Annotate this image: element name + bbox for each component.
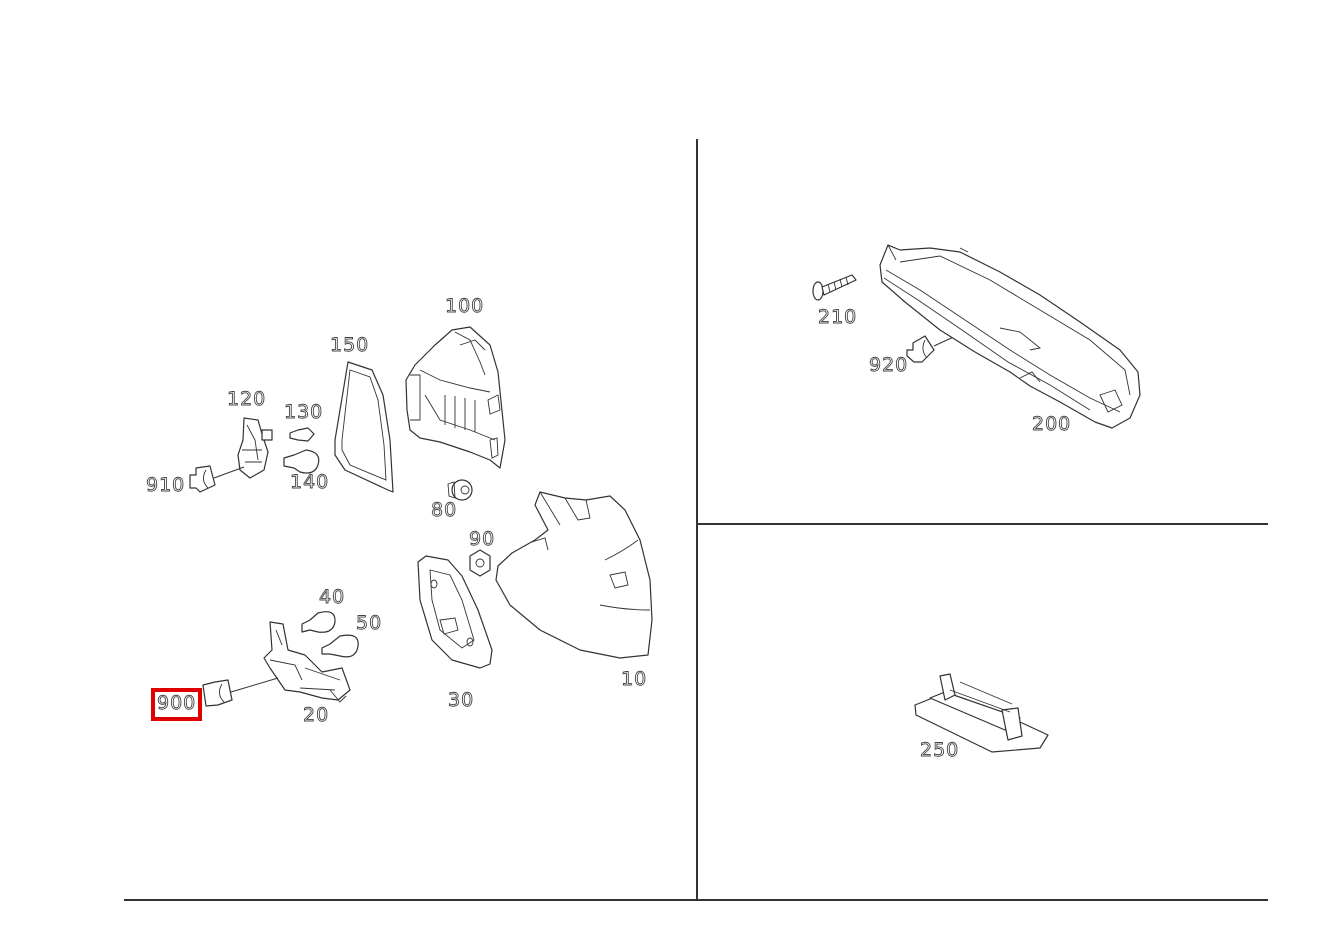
connector-910-icon — [189, 465, 245, 493]
bulb-holder-lower-icon — [263, 621, 351, 703]
callout-90[interactable]: 90 — [469, 528, 496, 550]
callout-30[interactable]: 30 — [448, 689, 475, 711]
callout-80[interactable]: 80 — [431, 499, 458, 521]
horizontal-divider-right — [697, 523, 1268, 525]
callout-150[interactable]: 150 — [330, 334, 370, 356]
hex-nut-icon — [469, 549, 491, 577]
bottom-border-line — [124, 899, 1268, 901]
callout-20[interactable]: 20 — [303, 704, 330, 726]
callout-250[interactable]: 250 — [920, 739, 960, 761]
wedge-bulb-130-icon — [289, 427, 315, 442]
gasket-seal-icon — [334, 361, 394, 493]
tail-lamp-lens-icon — [495, 491, 653, 659]
mounting-gasket-icon — [417, 555, 493, 669]
callout-920[interactable]: 920 — [869, 354, 909, 376]
connector-900-icon — [202, 677, 279, 707]
callout-50[interactable]: 50 — [356, 612, 383, 634]
third-brake-light-icon — [879, 244, 1141, 429]
callout-200[interactable]: 200 — [1032, 413, 1072, 435]
connector-920-icon — [906, 333, 961, 363]
bulb-holder-upper-icon — [237, 417, 273, 479]
callout-900-selected[interactable]: 900 — [150, 688, 203, 721]
callout-120[interactable]: 120 — [227, 388, 267, 410]
callout-100[interactable]: 100 — [445, 295, 485, 317]
callout-210[interactable]: 210 — [818, 306, 858, 328]
callout-140[interactable]: 140 — [290, 471, 330, 493]
lamp-housing-icon — [405, 326, 506, 469]
callout-40[interactable]: 40 — [319, 586, 346, 608]
vertical-divider — [696, 139, 698, 901]
screw-icon — [812, 274, 857, 301]
clip-nut-icon — [447, 479, 473, 501]
callout-130[interactable]: 130 — [284, 401, 324, 423]
bulb-140-icon — [283, 449, 320, 474]
bulb-50-icon — [321, 634, 359, 658]
callout-910[interactable]: 910 — [146, 474, 186, 496]
bulb-40-icon — [301, 611, 336, 633]
callout-10[interactable]: 10 — [621, 668, 648, 690]
license-plate-lamp-icon — [914, 673, 1049, 753]
